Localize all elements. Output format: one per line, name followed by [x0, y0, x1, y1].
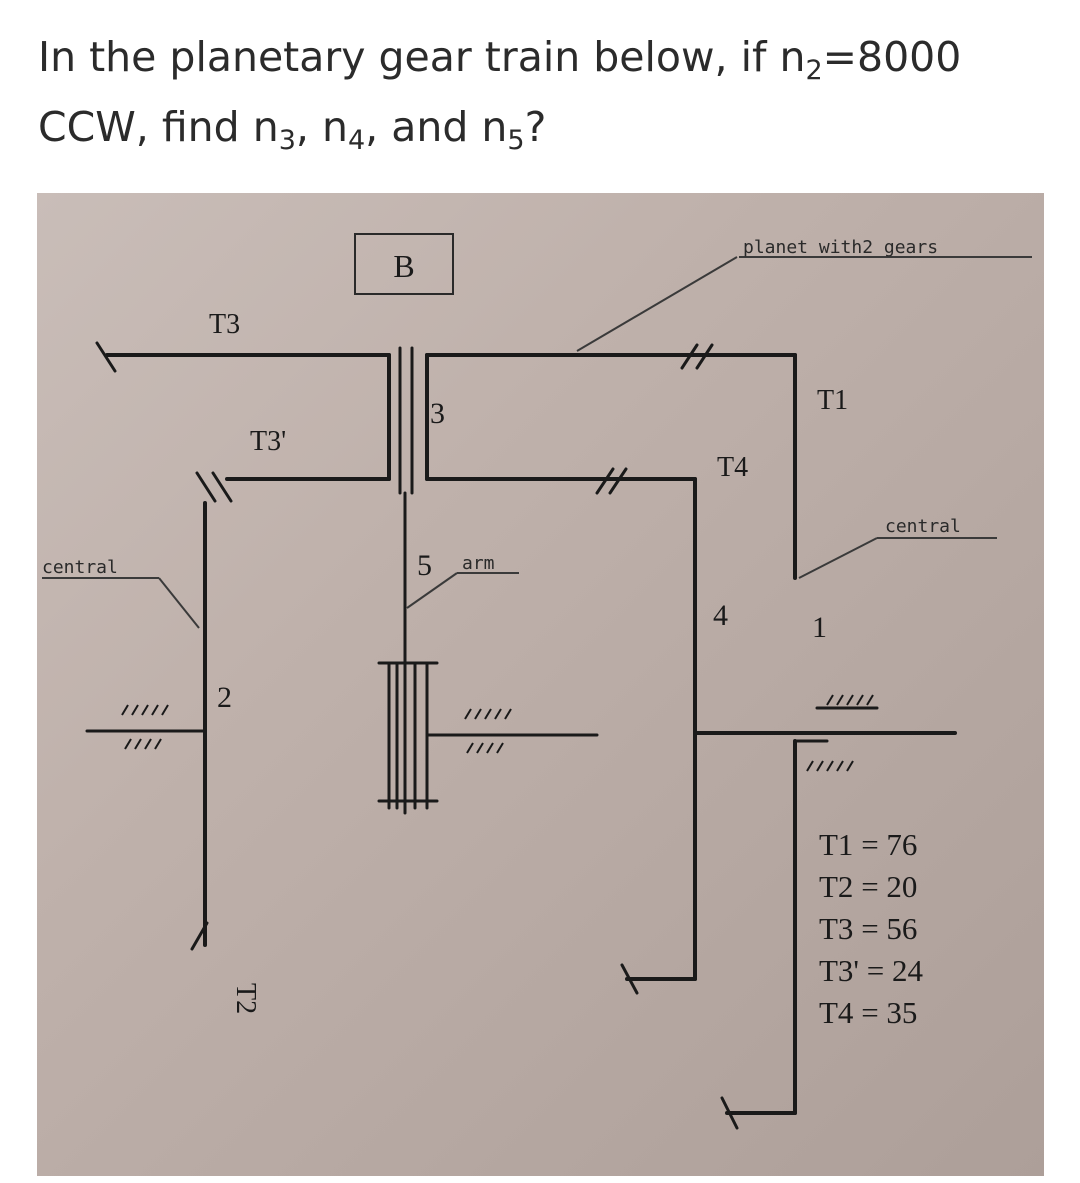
t4-label: T4	[717, 452, 748, 483]
gear-train-diagram: B planet with2 gears central central arm…	[42, 233, 1032, 1130]
hatch-arm-top	[464, 708, 512, 720]
teeth-row-5: T4 = 35	[819, 995, 917, 1030]
planet-note-leader	[576, 256, 738, 352]
teeth-value-5: 35	[886, 995, 917, 1030]
num-3-label: 3	[430, 397, 445, 430]
teeth-label-4: T3'	[819, 953, 859, 988]
question-sub-n2: 2	[805, 55, 823, 86]
question-text: In the planetary gear train below, if n2…	[38, 22, 1038, 162]
num-5-label: 5	[417, 549, 432, 582]
question-part6: ?	[524, 103, 547, 151]
gear-4-bottom-tick	[620, 963, 639, 995]
central-left-label: central	[42, 557, 118, 578]
gear-t3-tick	[95, 341, 117, 373]
t3-label: T3	[209, 309, 240, 340]
hatch-right-top	[826, 694, 874, 706]
gear-2-bottom-tick	[190, 921, 209, 951]
teeth-label-1: T1	[819, 827, 853, 862]
question-part5: , and n	[365, 103, 508, 151]
arm-label: arm	[462, 553, 495, 574]
hatch-right-bottom	[806, 760, 854, 772]
teeth-eq-4: =	[859, 953, 892, 988]
t4-tick-b	[608, 467, 628, 495]
teeth-label-3: T3	[819, 911, 853, 946]
teeth-row-2: T2 = 20	[819, 869, 917, 904]
teeth-label-5: T4	[819, 995, 854, 1030]
gear-t3p-tick-b	[211, 471, 233, 503]
hatch-arm-bottom	[466, 742, 504, 754]
question-part3: CCW, find n	[38, 103, 279, 151]
top-right-tick-b	[695, 343, 714, 370]
question-sub-n3: 3	[278, 125, 296, 156]
teeth-eq-2: =	[853, 869, 886, 904]
teeth-table: T1 = 76 T2 = 20 T3 = 56 T3' = 24 T4 = 35	[819, 827, 924, 1030]
gear-t3p-tick-a	[195, 471, 217, 503]
top-right-tick-a	[680, 343, 699, 370]
t4-tick-a	[595, 467, 615, 495]
teeth-row-4: T3' = 24	[819, 953, 924, 988]
teeth-eq-5: =	[853, 995, 886, 1030]
t3p-label: T3'	[250, 426, 286, 457]
central-right-leader	[798, 537, 878, 579]
teeth-row-1: T1 = 76	[819, 827, 917, 862]
num-1-label: 1	[812, 611, 827, 644]
teeth-value-3: 56	[886, 911, 917, 946]
t2-label: T2	[230, 983, 261, 1014]
teeth-label-2: T2	[819, 869, 853, 904]
hatch-left-bottom	[124, 738, 162, 750]
t1-label: T1	[817, 385, 848, 416]
teeth-value-1: 76	[886, 827, 917, 862]
gear-train-photo: B planet with2 gears central central arm…	[37, 193, 1044, 1176]
central-left-leader	[158, 577, 200, 629]
planet-note-label: planet with2 gears	[743, 237, 938, 258]
question-sub-n5: 5	[507, 125, 525, 156]
num-2-label: 2	[217, 681, 232, 714]
hatch-left-top	[121, 704, 169, 716]
question-part4: , n	[295, 103, 348, 151]
question-part1: In the planetary gear train below, if n	[38, 33, 806, 81]
question-sub-n4: 4	[347, 125, 366, 156]
teeth-row-3: T3 = 56	[819, 911, 917, 946]
output-bottom-tick	[720, 1096, 739, 1130]
teeth-value-4: 24	[892, 953, 924, 988]
box-b	[354, 233, 454, 295]
teeth-eq-1: =	[853, 827, 886, 862]
teeth-eq-3: =	[853, 911, 886, 946]
central-right-label: central	[885, 516, 961, 537]
question-part2: =8000	[822, 33, 962, 81]
num-4-label: 4	[713, 599, 728, 632]
arm-leader	[406, 572, 458, 609]
teeth-value-2: 20	[886, 869, 917, 904]
box-b-label: B	[393, 248, 414, 284]
